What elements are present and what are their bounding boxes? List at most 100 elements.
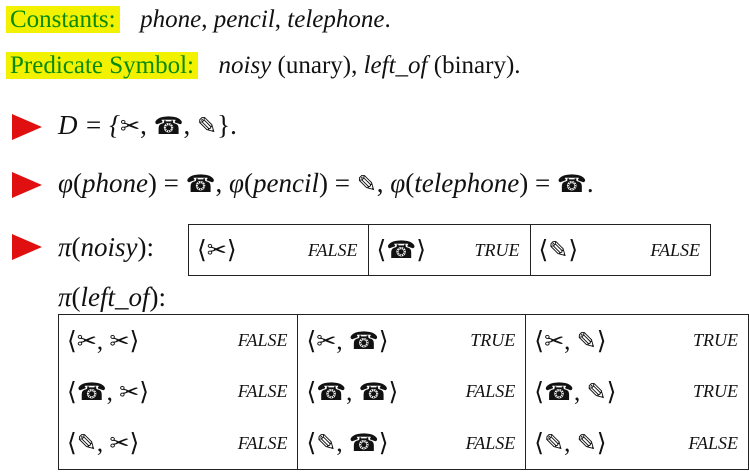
- telephone-icon: ☎: [185, 170, 216, 198]
- pencil-icon: ✎: [576, 429, 597, 458]
- truth-value: FALSE: [307, 239, 358, 260]
- angle-open: ⟨: [67, 378, 77, 406]
- angle-open: ⟨: [534, 430, 545, 458]
- mapping-line: φ(phone) = ☎, φ(pencil) = ✎, φ(telephone…: [58, 168, 594, 199]
- mapping-pencil: pencil: [252, 168, 319, 198]
- telephone-icon: ☎: [358, 377, 389, 406]
- separator: ,: [106, 378, 120, 406]
- left-of-cell: ⟨✎, ✎⟩ FALSE: [525, 417, 749, 470]
- equals: ) =: [318, 168, 357, 198]
- telephone-icon: ☎: [348, 429, 379, 458]
- left-of-cell: ⟨✎, ✂⟩ FALSE: [57, 417, 299, 470]
- noisy-table: ⟨✂⟩ FALSE ⟨☎⟩ TRUE ⟨✎⟩ FALSE: [188, 224, 711, 276]
- predicate-left-of-arity: (binary).: [427, 52, 521, 79]
- mapping-telephone: telephone: [414, 168, 520, 198]
- separator: ,: [140, 110, 154, 140]
- noisy-label: π(noisy):: [58, 232, 154, 263]
- truth-value: FALSE: [237, 330, 288, 351]
- noisy-cell: ⟨☎⟩ TRUE: [367, 224, 531, 276]
- angle-close: ⟩: [129, 327, 140, 355]
- separator: ,: [376, 168, 391, 198]
- angle-open: ⟨: [534, 378, 545, 406]
- angle-close: ⟩: [378, 327, 389, 355]
- left-of-cell: ⟨☎, ✎⟩TRUE: [525, 366, 749, 418]
- bullet-arrow-icon: [12, 234, 42, 260]
- telephone-icon: ☎: [544, 377, 574, 406]
- scissors-icon: ✂: [109, 326, 130, 355]
- separator: ,: [96, 327, 110, 355]
- left-of-cell: ⟨✎, ☎⟩ FALSE: [297, 417, 527, 470]
- phi-symbol: φ: [229, 168, 244, 198]
- pair-tuple: ⟨☎, ✂⟩: [67, 377, 149, 407]
- label-tail: ):: [149, 282, 167, 312]
- telephone-icon: ☎: [348, 326, 379, 355]
- pencil-icon: ✎: [544, 429, 565, 458]
- scissors-icon: ✂: [206, 236, 227, 264]
- angle-close: ⟩: [139, 378, 150, 406]
- bullet-arrow-icon: [12, 172, 42, 198]
- pair-tuple: ⟨☎, ☎⟩: [306, 377, 398, 407]
- pair-tuple: ⟨✎, ☎⟩: [306, 428, 388, 458]
- noisy-cell: ⟨✂⟩ FALSE: [188, 224, 369, 276]
- pair-tuple: ⟨✎, ✂⟩: [67, 428, 139, 458]
- truth-value: FALSE: [688, 432, 738, 453]
- truth-value: TRUE: [693, 381, 738, 402]
- scissors-icon: ✂: [119, 377, 140, 406]
- separator: ,: [564, 327, 577, 355]
- separator: ,: [573, 378, 587, 406]
- pencil-icon: ✎: [76, 429, 97, 458]
- angle-open: ⟨: [306, 430, 317, 458]
- truth-value: FALSE: [237, 432, 288, 453]
- angle-close: ⟩: [568, 237, 579, 264]
- separator: ,: [96, 430, 110, 458]
- predicate-left-of: left_of: [363, 52, 428, 79]
- noisy-cell: ⟨✎⟩ FALSE: [529, 224, 711, 276]
- equals: ) =: [519, 168, 557, 198]
- phi-symbol: φ: [390, 168, 406, 198]
- predicate-label: Predicate Symbol:: [6, 52, 198, 79]
- paren: (: [72, 168, 82, 198]
- truth-value: FALSE: [237, 381, 288, 402]
- domain-definition: D = {: [58, 110, 121, 140]
- truth-value: FALSE: [650, 239, 700, 260]
- separator: ,: [346, 378, 359, 406]
- paren: (: [405, 168, 415, 198]
- truth-value: FALSE: [465, 432, 516, 453]
- left-of-table: ⟨✂, ✂⟩FALSE⟨✂, ☎⟩TRUE⟨✂, ✎⟩TRUE⟨☎, ✂⟩FAL…: [57, 314, 749, 470]
- bullet-arrow-icon: [12, 114, 42, 140]
- paren: (: [71, 282, 81, 312]
- separator: ,: [201, 6, 214, 33]
- constants-label: Constants:: [6, 6, 120, 33]
- left-of-label: π(left_of):: [58, 282, 166, 313]
- left-of-cell: ⟨✂, ✎⟩ TRUE: [525, 314, 749, 367]
- pair-tuple: ⟨✎, ✎⟩: [534, 428, 606, 458]
- predicate-noisy-arity: (unary),: [271, 52, 364, 79]
- angle-open: ⟨: [306, 378, 317, 406]
- pair-tuple: ⟨✂, ✎⟩: [534, 326, 606, 356]
- left-of-cell: ⟨☎, ☎⟩FALSE: [297, 366, 527, 418]
- truth-value: TRUE: [474, 239, 520, 260]
- pencil-icon: ✎: [576, 326, 597, 355]
- scissors-icon: ✂: [544, 326, 565, 355]
- domain-line: D = {✂, ☎, ✎}.: [58, 110, 237, 141]
- equals: ) =: [147, 168, 186, 198]
- scissors-icon: ✂: [316, 326, 337, 355]
- constant-telephone: telephone: [287, 6, 385, 33]
- telephone-icon: ☎: [316, 377, 347, 406]
- angle-close: ⟩: [596, 327, 607, 355]
- left-of-arg: left_of: [80, 282, 150, 312]
- constant-pencil: pencil: [213, 6, 275, 33]
- telephone-icon: ☎: [76, 377, 107, 406]
- domain-close: }.: [217, 110, 237, 140]
- truth-value: TRUE: [693, 330, 738, 351]
- left-of-cell: ⟨✂, ☎⟩TRUE: [297, 314, 527, 367]
- pair-tuple: ⟨✂, ✂⟩: [67, 326, 139, 356]
- angle-close: ⟩: [129, 430, 140, 458]
- angle-open: ⟨: [538, 237, 549, 264]
- table-row: ⟨☎, ✂⟩FALSE⟨☎, ☎⟩FALSE⟨☎, ✎⟩TRUE: [57, 366, 749, 418]
- angle-close: ⟩: [378, 430, 389, 458]
- angle-close: ⟩: [606, 378, 617, 406]
- separator: ,: [215, 168, 230, 198]
- separator: ,: [336, 430, 349, 458]
- period: .: [384, 6, 391, 33]
